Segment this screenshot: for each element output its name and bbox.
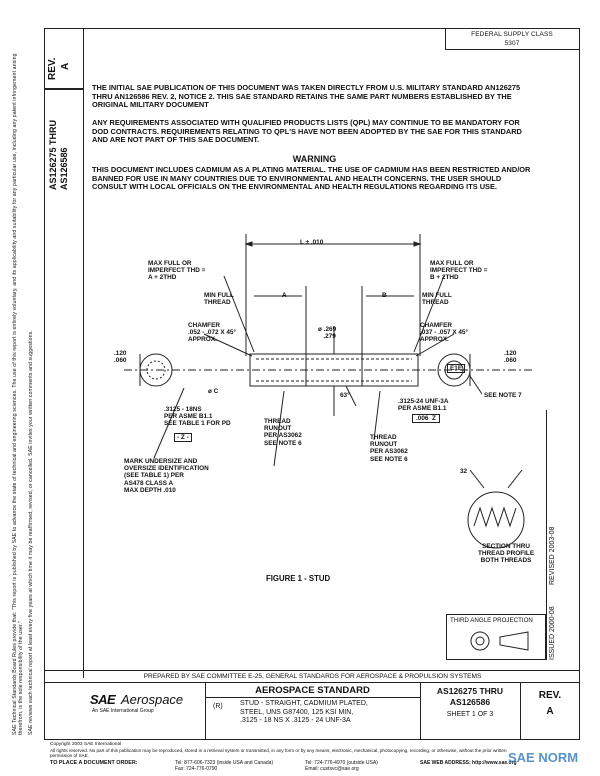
margin-note-2: SAE reviews each technical report at lea… (28, 330, 34, 735)
header-rev-label: REV. (47, 57, 58, 80)
see-note-7-label: SEE NOTE 7 (484, 392, 522, 399)
leader-line (415, 333, 455, 357)
thread-profile (473, 506, 517, 528)
third-angle-label: THIRD ANGLE PROJECTION (450, 617, 533, 624)
angle-leader (469, 469, 485, 489)
logo-subtitle: An SAE International Group (92, 708, 154, 714)
thread-right-label: .3125-24 UNF-3A PER ASME B1.1 (398, 398, 449, 413)
title-block-rule (44, 682, 580, 683)
email[interactable]: Email: custsvc@sae.org (305, 766, 359, 772)
third-angle-box (446, 614, 546, 660)
angle-leader (345, 385, 357, 407)
section-view (467, 491, 525, 549)
title-block-divider (520, 682, 521, 740)
dim-b-label: B (382, 292, 387, 299)
rights-notice: All rights reserved. No part of this pub… (50, 748, 507, 759)
side-strip-rule (546, 410, 547, 660)
warning-paragraph: THIS DOCUMENT INCLUDES CADMIUM AS A PLAT… (92, 165, 531, 192)
federal-supply-value: 5307 (504, 40, 520, 47)
rev-divider (44, 88, 84, 90)
qpl-paragraph: ANY REQUIREMENTS ASSOCIATED WITH QUALIFI… (92, 118, 522, 145)
max-full-right-label: MAX FULL OR IMPERFECT THD = B + 2THD (430, 260, 488, 282)
sheet-number: SHEET 1 OF 3 (446, 711, 494, 718)
header-rev-value: A (60, 62, 71, 70)
min-full-right-label: MIN FULL THREAD (422, 292, 452, 307)
as-numbers: AS126275 THRU AS126586 (436, 686, 504, 707)
angle-label: 63° (340, 392, 350, 399)
left-end-dims: .120 .060 (114, 350, 127, 365)
fax: Fax: 724-776-0790 (175, 766, 218, 772)
max-full-left-label: MAX FULL OR IMPERFECT THD = A + 2THD (148, 260, 206, 282)
projection-circle (470, 631, 490, 651)
runout-right-label: THREAD RUNOUT PER AS3062 SEE NOTE 6 (370, 434, 408, 463)
revision-mark: (R) (213, 703, 223, 710)
phi-c-label: ø C (208, 388, 219, 395)
title-block-rule (205, 697, 420, 698)
web-address[interactable]: SAE WEB ADDRESS: http://www.sae.org (420, 760, 517, 766)
federal-supply-box (445, 28, 580, 50)
right-end-inner (444, 360, 464, 380)
tel-outside: Tel: 724-776-4970 (outside USA) (305, 760, 378, 766)
copyright: Copyright 2003 SAE International (50, 742, 122, 747)
runout-leader (373, 390, 381, 441)
left-end-inner (146, 360, 166, 380)
runout-left-label: THREAD RUNOUT PER AS3062 SEE NOTE 6 (264, 418, 302, 447)
thread-left-label: .3125 - 18NS PER ASME B1.1 SEE TABLE 1 F… (164, 406, 231, 428)
section-angle-label: 32 (460, 468, 468, 475)
min-full-left-label: MIN FULL THREAD (204, 292, 234, 307)
logo-sae: SAE (90, 692, 116, 707)
title-block-divider (205, 682, 206, 740)
stud-drawing (124, 234, 534, 549)
diameter-label: ø .269 .279 (318, 326, 337, 341)
drawing-border (44, 28, 580, 740)
rev-label: REV. (538, 690, 562, 701)
length-label: L ± .010 (300, 239, 324, 246)
projection-circle-inner (475, 636, 485, 646)
figure-caption: FIGURE 1 - STUD (266, 574, 331, 583)
angle-leader (507, 469, 523, 489)
warning-title: WARNING (292, 154, 337, 164)
federal-supply-label: FEDERAL SUPPLY CLASS (471, 31, 553, 38)
margin-note-1: SAE Technical Standards Board Rules prov… (12, 53, 25, 735)
leader-line (203, 333, 253, 357)
chamfer-right-label: CHAMFER .037 - .057 X 45° APPROX. (420, 322, 469, 344)
revised-label: REVISED 2003-08 (549, 526, 556, 585)
header-doc-numbers: AS126275 THRU AS126586 (48, 119, 69, 190)
intro-paragraph: THE INITIAL SAE PUBLICATION OF THIS DOCU… (92, 83, 521, 110)
leader-line (413, 275, 445, 353)
prepared-by: PREPARED BY SAE COMMITTEE E-25, GENERAL … (143, 673, 482, 680)
chamfer-left-label: CHAMFER .052 - .072 X 45° APPROX. (188, 322, 237, 344)
part-description: STUD - STRAIGHT, CADMIUM PLATED, STEEL, … (240, 700, 368, 725)
arrowhead (413, 241, 422, 247)
left-title-column (44, 28, 84, 678)
projection-cone (499, 631, 529, 651)
dim-a-label: A (282, 292, 287, 299)
title-block-top-rule (44, 670, 580, 671)
leader-line (223, 275, 255, 353)
datum-z-box: - Z - (174, 433, 192, 443)
e1e-tag: E1E (447, 364, 466, 374)
rev-value: A (546, 706, 554, 717)
runout-leader (273, 390, 285, 467)
section-caption: SECTION THRU THREAD PROFILE BOTH THREADS (478, 543, 535, 565)
order-label: TO PLACE A DOCUMENT ORDER: (50, 760, 138, 766)
mark-undersize-label: MARK UNDERSIZE AND OVERSIZE IDENTIFICATI… (124, 458, 209, 494)
logo-aerospace: Aerospace (121, 692, 184, 707)
watermark: SAE NORM (508, 750, 579, 765)
tolerance-frame: .006 Z (412, 414, 440, 424)
note7-leader (469, 375, 483, 395)
arrowhead (244, 241, 253, 247)
aerospace-standard-title: AEROSPACE STANDARD (255, 685, 370, 696)
tel-inside: Tel: 877-606-7323 (inside USA and Canada… (175, 760, 274, 766)
mark-leader (153, 387, 185, 459)
projection-symbol (470, 631, 529, 651)
title-block-divider (420, 682, 421, 740)
issued-label: ISSUED 2000-08 (549, 606, 556, 660)
right-end-dims: .120 .060 (504, 350, 517, 365)
